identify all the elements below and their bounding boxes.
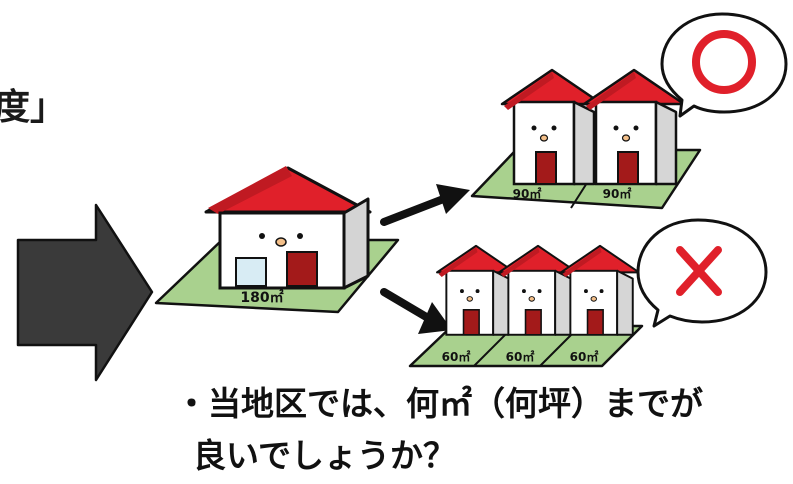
circle-mark-icon <box>692 30 756 94</box>
question-line-1: ・当地区では、何㎡（何坪）までが <box>175 384 703 423</box>
triple-area-label-3: 60㎡ <box>570 349 599 364</box>
triple-area-label-1: 60㎡ <box>442 349 471 364</box>
cross-verdict-bubble <box>636 218 768 328</box>
question-line-2: 良いでしょうか？ <box>193 436 457 475</box>
cross-mark-icon <box>676 246 722 296</box>
pair-option: 90㎡ 90㎡ <box>470 68 702 210</box>
arrow-to-pair <box>380 184 470 226</box>
pair-house-1 <box>500 68 604 186</box>
triple-house-2 <box>498 244 578 336</box>
question-text: ・当地区では、何㎡（何坪）までが 良いでしょうか？ <box>175 378 703 482</box>
big-house <box>204 166 372 290</box>
pair-area-label-1: 90㎡ <box>513 186 542 201</box>
triple-house-3 <box>560 244 640 336</box>
left-arrow <box>16 203 154 382</box>
triple-lawn <box>408 324 644 368</box>
circle-verdict-bubble <box>660 12 788 118</box>
triple-house-1 <box>436 244 516 336</box>
big-house-area-label: 180㎡ <box>240 289 283 306</box>
pair-area-label-2: 90㎡ <box>603 186 632 201</box>
triple-option: 60㎡ 60㎡ 60㎡ <box>408 244 644 368</box>
arrow-to-triple <box>380 288 452 334</box>
title-fragment: 度」 <box>0 87 67 128</box>
triple-area-label-2: 60㎡ <box>506 349 535 364</box>
